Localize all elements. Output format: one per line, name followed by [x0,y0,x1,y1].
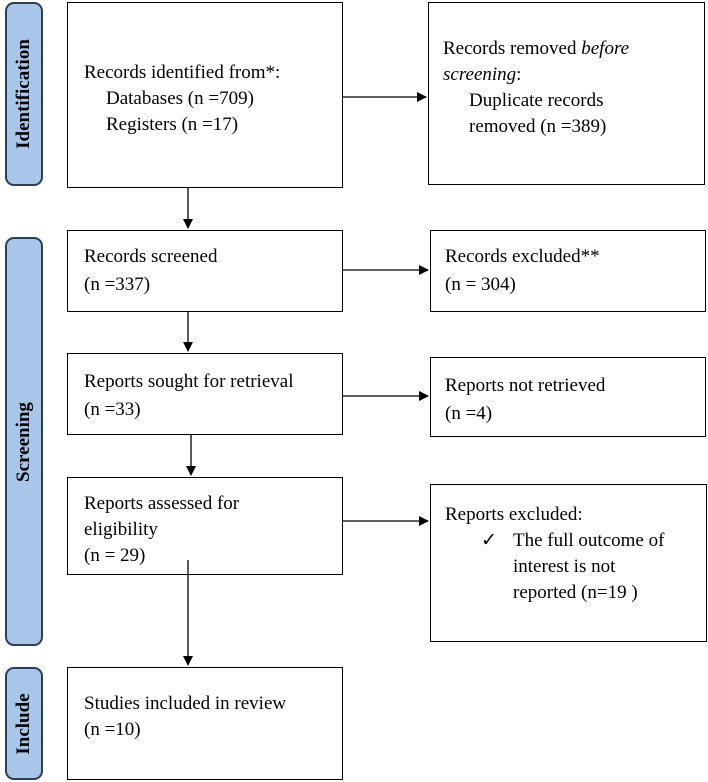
included-count: (n =10) [84,719,141,740]
stage-include: Include [5,667,43,780]
stage-identification: Identification [5,2,43,186]
box-studies-included: Studies included in review (n =10) [67,667,343,780]
identified-databases: Databases (n =709) [106,88,254,109]
reports-excluded-title: Reports excluded: [445,504,583,525]
box-reports-not-retrieved: Reports not retrieved (n =4) [430,357,706,437]
screened-title: Records screened [84,246,218,267]
sought-count: (n =33) [84,399,141,420]
box-records-identified: Records identified from*: Databases (n =… [67,2,343,188]
assessed-line1: Reports assessed for [84,493,240,514]
sought-title: Reports sought for retrieval [84,371,294,392]
screened-count: (n =337) [84,274,151,295]
identified-registers: Registers (n =17) [106,114,239,135]
box-records-screened: Records screened (n =337) [67,230,343,312]
box-reports-sought: Reports sought for retrieval (n =33) [67,353,343,435]
stage-screening: Screening [5,237,43,646]
box-reports-assessed: Reports assessed for eligibility (n = 29… [67,477,343,575]
box-records-excluded: Records excluded** (n = 304) [430,230,706,312]
reports-excluded-line1: The full outcome of [513,530,665,551]
not-retrieved-count: (n =4) [445,403,493,424]
removed-line1: Duplicate records [469,90,604,111]
excluded-title: Records excluded** [445,246,600,267]
assessed-line2: eligibility [84,519,158,540]
assessed-count: (n = 29) [84,545,146,566]
removed-title-line1: Records removed before [443,38,630,59]
reports-excluded-line2: interest is not [513,556,616,577]
box-records-removed: Records removed before screening: Duplic… [428,2,705,185]
removed-title-line2: screening: [443,64,522,85]
reports-excluded-line3: reported (n=19 ) [513,582,638,603]
included-title: Studies included in review [84,693,287,714]
excluded-count: (n = 304) [445,274,516,295]
box-reports-excluded: Reports excluded: ✓ The full outcome of … [430,484,707,642]
identified-title: Records identified from*: [84,62,281,83]
not-retrieved-title: Reports not retrieved [445,375,606,396]
checkmark-icon: ✓ [481,530,497,551]
removed-line2: removed (n =389) [469,116,607,137]
